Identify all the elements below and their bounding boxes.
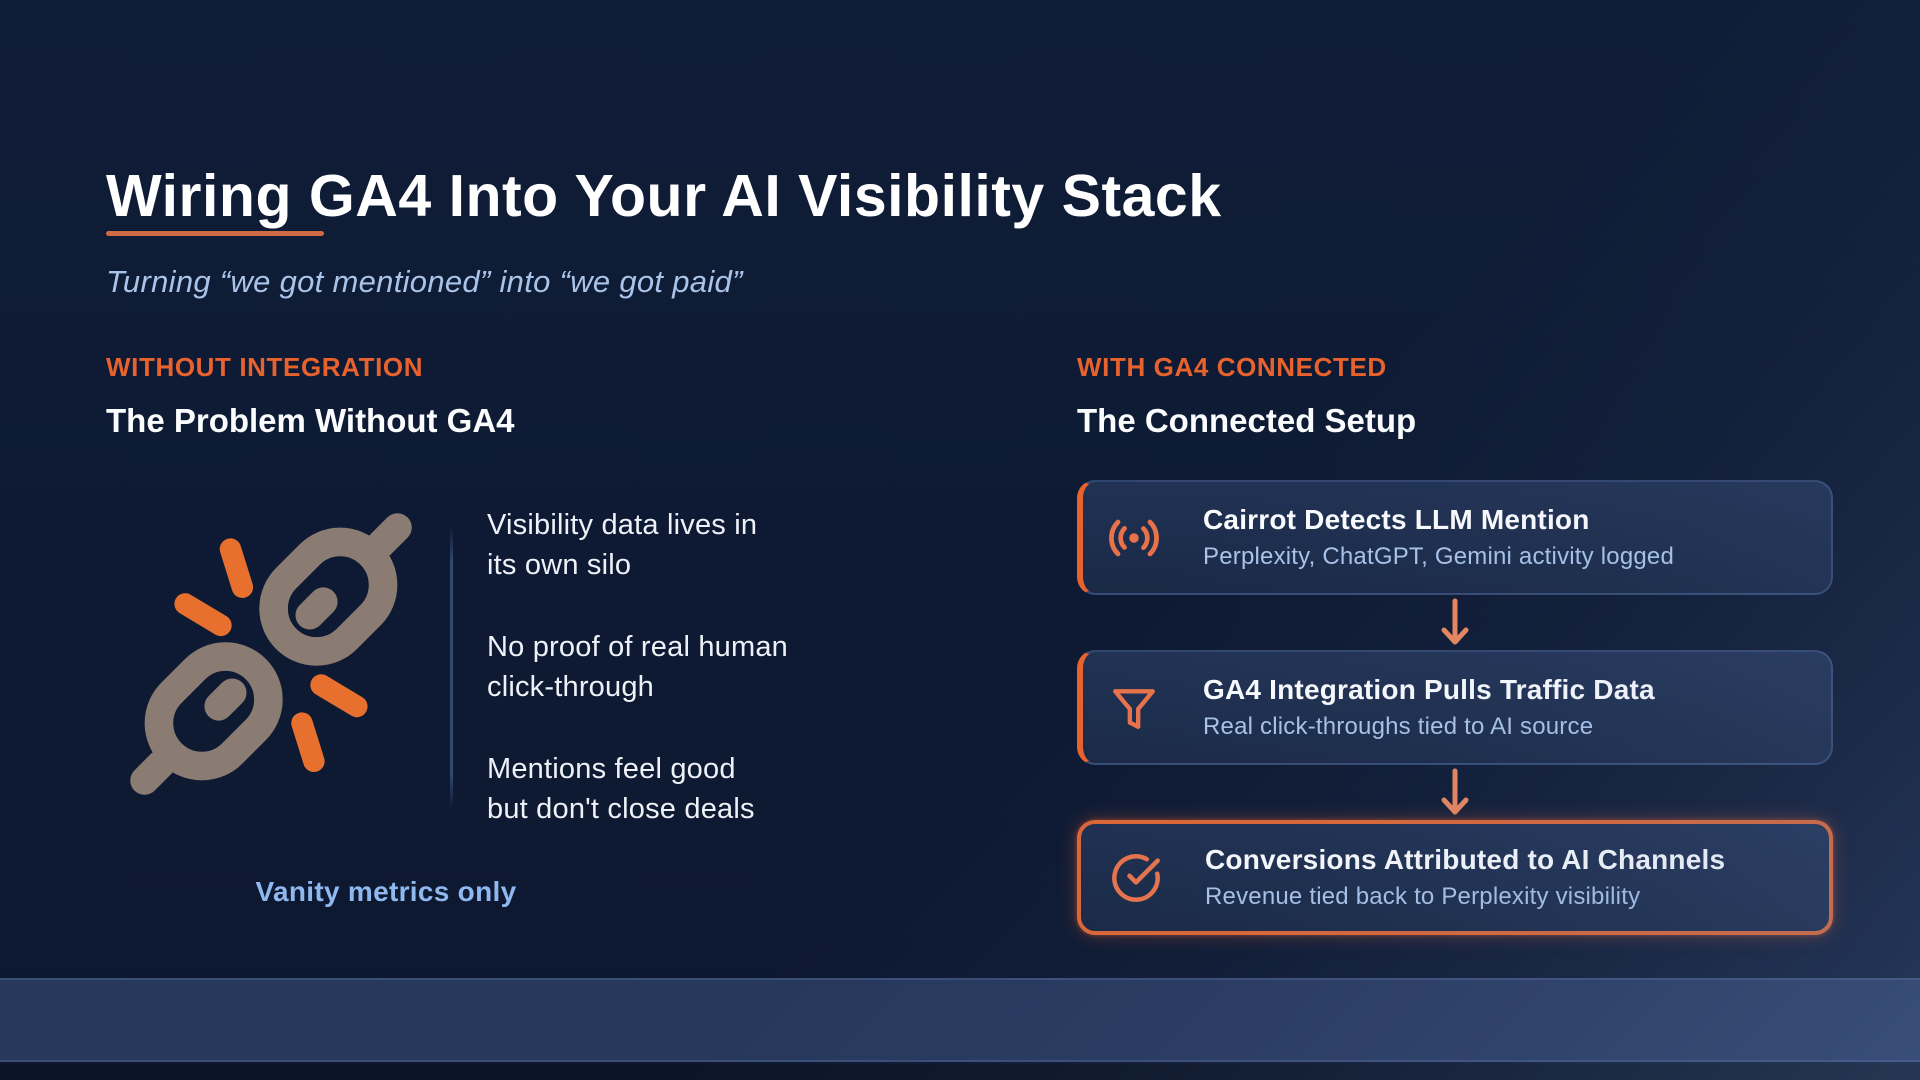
bullet-item: Visibility data lives in its own silo xyxy=(487,509,758,581)
kicker-with-ga4: WITH GA4 CONNECTED xyxy=(1077,352,1387,382)
check-circle-icon xyxy=(1107,849,1165,907)
heading-problem: The Problem Without GA4 xyxy=(106,402,515,439)
bullet-divider xyxy=(450,527,453,809)
step-card-conversions: Conversions Attributed to AI Channels Re… xyxy=(1077,820,1833,935)
vanity-caption: Vanity metrics only xyxy=(255,876,517,907)
step-desc: Real click-throughs tied to AI source xyxy=(1203,713,1594,740)
down-arrow-icon xyxy=(1077,765,1833,820)
step-card-detect: Cairrot Detects LLM Mention Perplexity, … xyxy=(1077,480,1833,595)
step-title: GA4 Integration Pulls Traffic Data xyxy=(1203,674,1655,705)
bullet-item: No proof of real human click-through xyxy=(487,631,789,703)
heading-connected: The Connected Setup xyxy=(1077,402,1417,439)
step-title: Cairrot Detects LLM Mention xyxy=(1203,504,1590,535)
page-subtitle: Turning “we got mentioned” into “we got … xyxy=(106,264,743,299)
title-underline xyxy=(106,231,324,236)
bullet-item: Mentions feel good but don't close deals xyxy=(487,753,755,825)
radio-waves-icon xyxy=(1105,509,1163,567)
step-title: Conversions Attributed to AI Channels xyxy=(1205,844,1726,875)
step-card-ga4: GA4 Integration Pulls Traffic Data Real … xyxy=(1077,650,1833,765)
broken-chain-icon xyxy=(116,499,426,809)
problem-row: Visibility data lives in its own silo No… xyxy=(106,495,947,829)
funnel-icon xyxy=(1105,679,1163,737)
step-desc: Revenue tied back to Perplexity visibili… xyxy=(1205,883,1641,910)
step-desc: Perplexity, ChatGPT, Gemini activity log… xyxy=(1203,543,1675,570)
kicker-without-integration: WITHOUT INTEGRATION xyxy=(106,352,424,382)
down-arrow-icon xyxy=(1077,595,1833,650)
bullet-list: Visibility data lives in its own silo No… xyxy=(487,495,947,829)
page-title: Wiring GA4 Into Your AI Visibility Stack xyxy=(106,162,1222,229)
footer-band xyxy=(0,978,1920,1062)
step-text: Conversions Attributed to AI Channels Re… xyxy=(1205,844,1725,911)
footer-lower-strip xyxy=(0,1064,1920,1080)
step-text: Cairrot Detects LLM Mention Perplexity, … xyxy=(1203,504,1674,571)
step-text: GA4 Integration Pulls Traffic Data Real … xyxy=(1203,674,1655,741)
flow-diagram: Cairrot Detects LLM Mention Perplexity, … xyxy=(1077,480,1833,935)
